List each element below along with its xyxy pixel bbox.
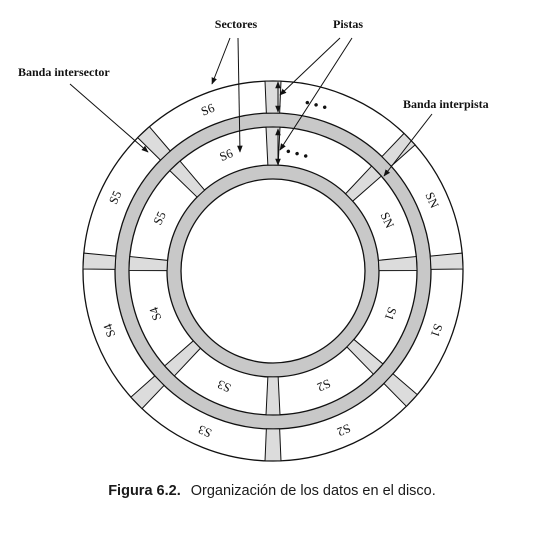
label-banda-interpista: Banda interpista (403, 97, 489, 111)
inner-sector-label: S6 (217, 146, 234, 164)
outer-intersector-gap (264, 428, 282, 462)
outer-intersector-gap (383, 373, 419, 408)
outer-sector-label: S4 (100, 321, 118, 339)
sectores-arrow-inner (237, 37, 243, 153)
outer-sector-label: S5 (106, 189, 124, 207)
inner-intersector-gaps (128, 126, 418, 416)
outer-intersector-gap (82, 252, 117, 270)
figure-caption-text: Organización de los datos en el disco. (190, 483, 436, 499)
figure-caption: Figura 6.2. Organización de los datos en … (0, 483, 544, 499)
inner-sector-label: SN (378, 210, 397, 230)
inner-intersector-gap (128, 255, 169, 272)
outer-intersector-gap (429, 252, 464, 270)
inner-sector-label: S1 (382, 305, 400, 322)
label-sectores: Sectores (215, 17, 258, 31)
outer-intersector-gap (130, 375, 165, 410)
inner-intersector-gap (163, 340, 202, 377)
outer-intersector-gap (381, 132, 416, 167)
inner-ellipsis: • • • (284, 144, 311, 165)
outer-sector-label: S1 (428, 322, 446, 339)
banda-intersector-arrow (69, 83, 149, 153)
inner-sector-label: S5 (151, 209, 169, 227)
disk-hub (180, 178, 366, 364)
inner-sector-label: S4 (146, 304, 164, 322)
inner-sector-label: S3 (215, 377, 233, 395)
outer-sector-label: S6 (199, 101, 216, 119)
outer-sector-label: S2 (335, 421, 353, 439)
outer-ellipsis: • • • (302, 95, 329, 116)
inner-intersector-gap (344, 165, 383, 202)
figure-number: Figura 6.2. (108, 483, 181, 499)
outer-intersector-gap (264, 80, 282, 114)
inner-intersector-gap (377, 255, 418, 272)
sectores-arrow-outer (211, 37, 231, 85)
pistas-arrow-outer (279, 37, 341, 96)
banda-interpista-arrow (383, 113, 433, 177)
inner-intersector-gap (265, 376, 281, 416)
outer-sector-label: S3 (196, 422, 214, 440)
label-pistas: Pistas (333, 17, 363, 31)
inner-intersector-gap (169, 160, 206, 198)
pistas-arrow-inner (279, 37, 353, 151)
label-banda-intersector: Banda intersector (18, 65, 110, 79)
inner-sector-label: S2 (315, 376, 333, 394)
outer-intersector-gap (136, 125, 171, 161)
outer-sector-label: SN (422, 190, 441, 210)
inner-intersector-gap (346, 338, 384, 375)
